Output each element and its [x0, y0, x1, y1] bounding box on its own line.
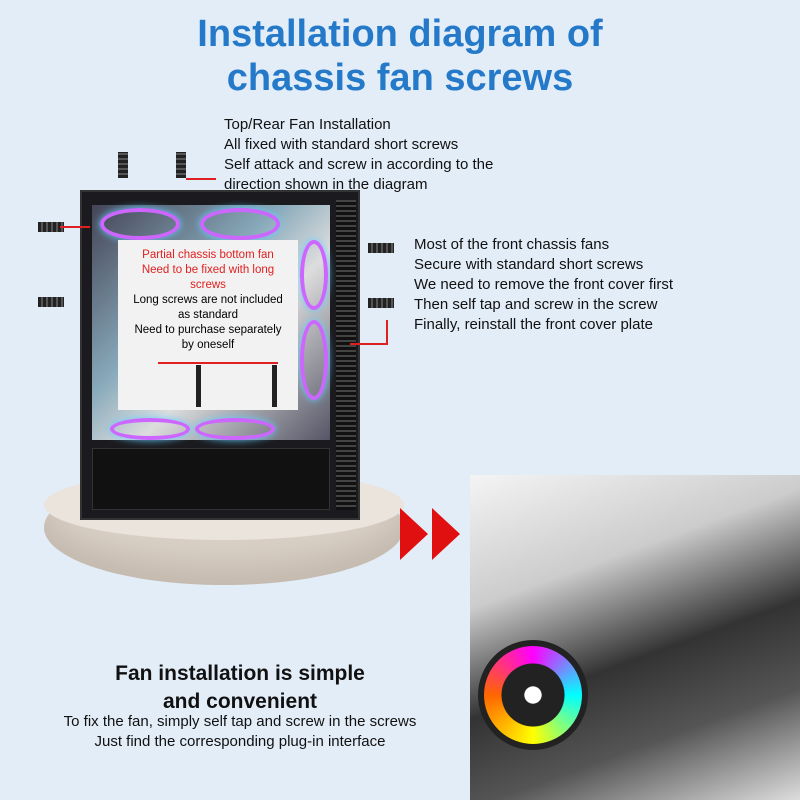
bottom-note: To fix the fan, simply self tap and scre…	[63, 713, 417, 750]
screw-icon	[176, 152, 186, 178]
fan-icon	[110, 418, 190, 440]
bottom-fan-callout: Partial chassis bottom fan Need to be fi…	[118, 240, 298, 410]
top-rear-fan-note: Top/Rear Fan Installation All fixed with…	[224, 116, 494, 193]
front-mesh-panel	[336, 200, 356, 510]
screw-icon	[118, 152, 128, 178]
pointer-line	[386, 320, 388, 344]
screw-icon	[38, 222, 64, 232]
pointer-line	[186, 178, 216, 180]
page-title: Installation diagram of chassis fan scre…	[197, 13, 603, 99]
chevron-right-icon	[432, 508, 460, 560]
long-screw-icon	[272, 365, 277, 407]
pointer-line	[60, 226, 90, 228]
fan-icon	[200, 208, 280, 240]
bottom-heading: Fan installation is simple and convenien…	[115, 662, 365, 713]
pointer-line	[158, 362, 278, 364]
fan-icon	[195, 418, 275, 440]
fan-icon	[300, 240, 328, 310]
screw-icon	[368, 243, 394, 253]
screw-icon	[38, 297, 64, 307]
fan-icon	[100, 208, 180, 240]
front-fan-note: Most of the front chassis fans Secure wi…	[414, 236, 674, 333]
pointer-line	[350, 343, 388, 345]
installation-photo	[470, 475, 800, 800]
fan-icon	[300, 320, 328, 400]
screw-icon	[368, 298, 394, 308]
chevron-right-icon	[400, 508, 428, 560]
psu-shroud	[92, 448, 330, 510]
long-screw-icon	[196, 365, 201, 407]
rgb-fan-icon	[478, 640, 588, 750]
